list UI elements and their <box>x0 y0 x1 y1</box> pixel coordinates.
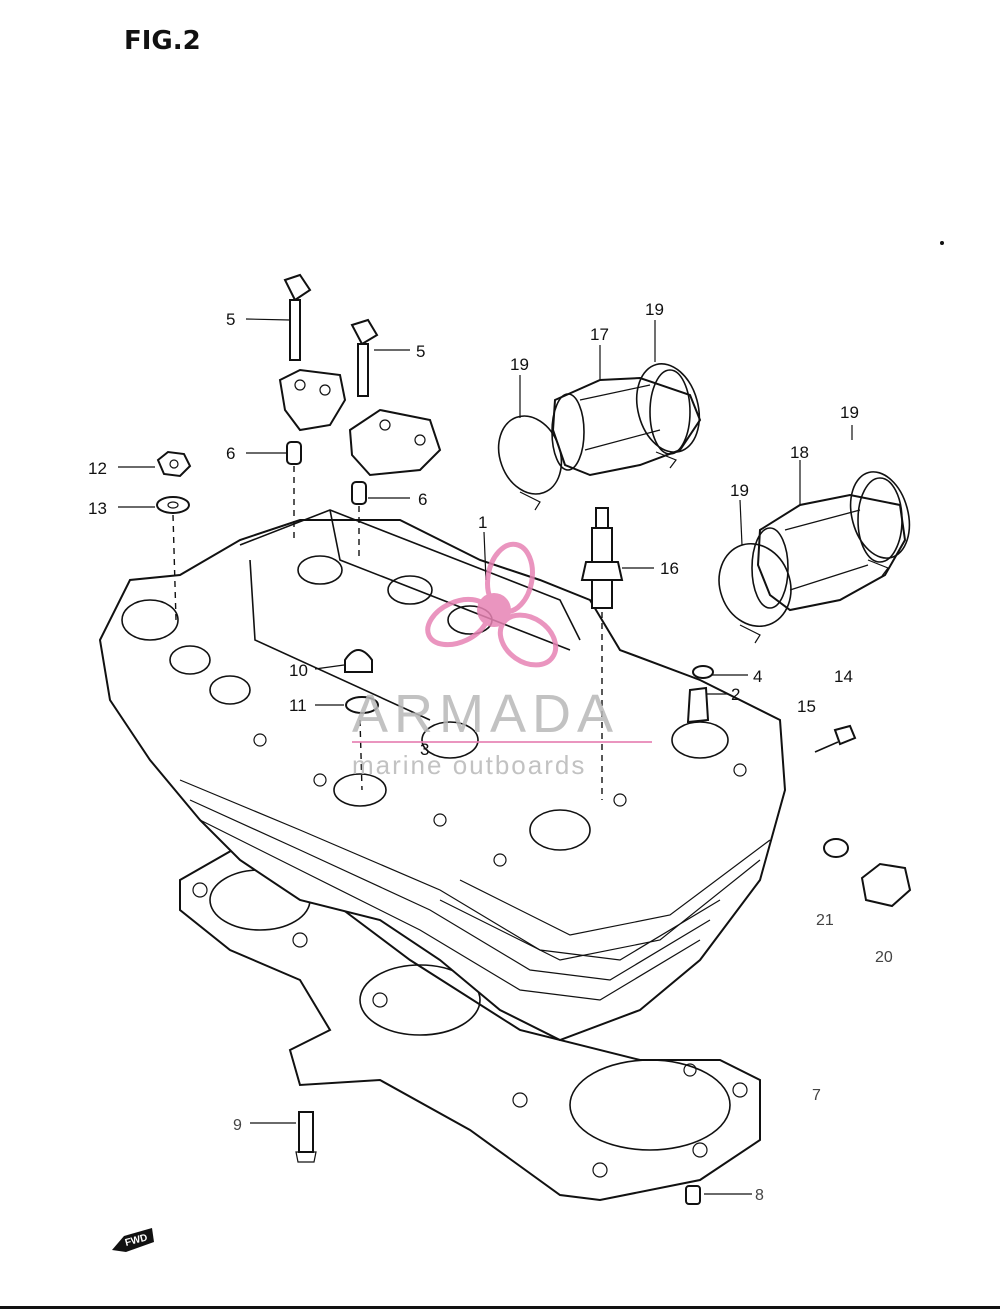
cam-caps-drawing <box>278 273 442 560</box>
clamp-19-upper-drawing <box>849 471 911 577</box>
callout-11: 11 <box>289 696 307 715</box>
callout-1: 1 <box>478 513 487 532</box>
spark-plug-drawing <box>580 507 624 800</box>
callout-19-d: 19 <box>730 481 749 500</box>
armada-watermark: ARMADA marine outboards <box>352 541 652 780</box>
armada-propeller-logo <box>425 541 559 668</box>
callout-4: 4 <box>753 667 762 686</box>
callout-5-right: 5 <box>416 342 425 361</box>
callout-21: 21 <box>816 912 834 929</box>
callout-14: 14 <box>834 667 853 686</box>
callout-19-b: 19 <box>645 300 664 319</box>
callout-20: 20 <box>875 949 893 966</box>
clamp-19-right-drawing <box>635 363 701 469</box>
callout-12: 12 <box>88 459 107 478</box>
watermark-tagline: marine outboards <box>352 750 586 780</box>
leader-lines <box>118 318 853 1195</box>
figure-title: FIG.2 <box>124 26 201 56</box>
nut-washer-drawing <box>156 450 192 621</box>
callout-2: 2 <box>731 685 740 704</box>
callout-8: 8 <box>755 1187 764 1204</box>
watermark-name: ARMADA <box>352 684 619 744</box>
small-parts-drawing <box>686 665 912 908</box>
callout-16: 16 <box>660 559 679 578</box>
callout-10: 10 <box>289 661 308 680</box>
forward-direction-badge: FWD <box>112 1228 154 1252</box>
intake-pipe-18-drawing <box>751 477 907 612</box>
callout-7: 7 <box>812 1087 821 1104</box>
clamp-19-left-drawing <box>497 415 563 511</box>
callout-13: 13 <box>88 499 107 518</box>
acorn-nut-drawing <box>344 649 379 791</box>
bottom-border <box>0 1306 1000 1309</box>
stray-dot <box>940 241 944 245</box>
callout-15: 15 <box>797 697 816 716</box>
callout-3: 3 <box>420 740 429 759</box>
callout-18: 18 <box>790 443 809 462</box>
callout-19-c: 19 <box>840 403 859 422</box>
callout-17: 17 <box>590 325 609 344</box>
intake-pipe-17-drawing <box>551 369 702 477</box>
callout-19-a: 19 <box>510 355 529 374</box>
cylinder-head-drawing <box>98 509 787 1042</box>
callout-5-left: 5 <box>226 310 235 329</box>
callout-9: 9 <box>233 1117 242 1134</box>
clamp-19-lower-drawing <box>718 542 792 644</box>
callout-6-right: 6 <box>418 490 427 509</box>
callout-labels: 5 5 6 6 12 13 1 19 17 19 19 18 19 16 10 … <box>88 300 893 1204</box>
callout-6-left: 6 <box>226 444 235 463</box>
head-bolt-drawing <box>295 1111 701 1205</box>
